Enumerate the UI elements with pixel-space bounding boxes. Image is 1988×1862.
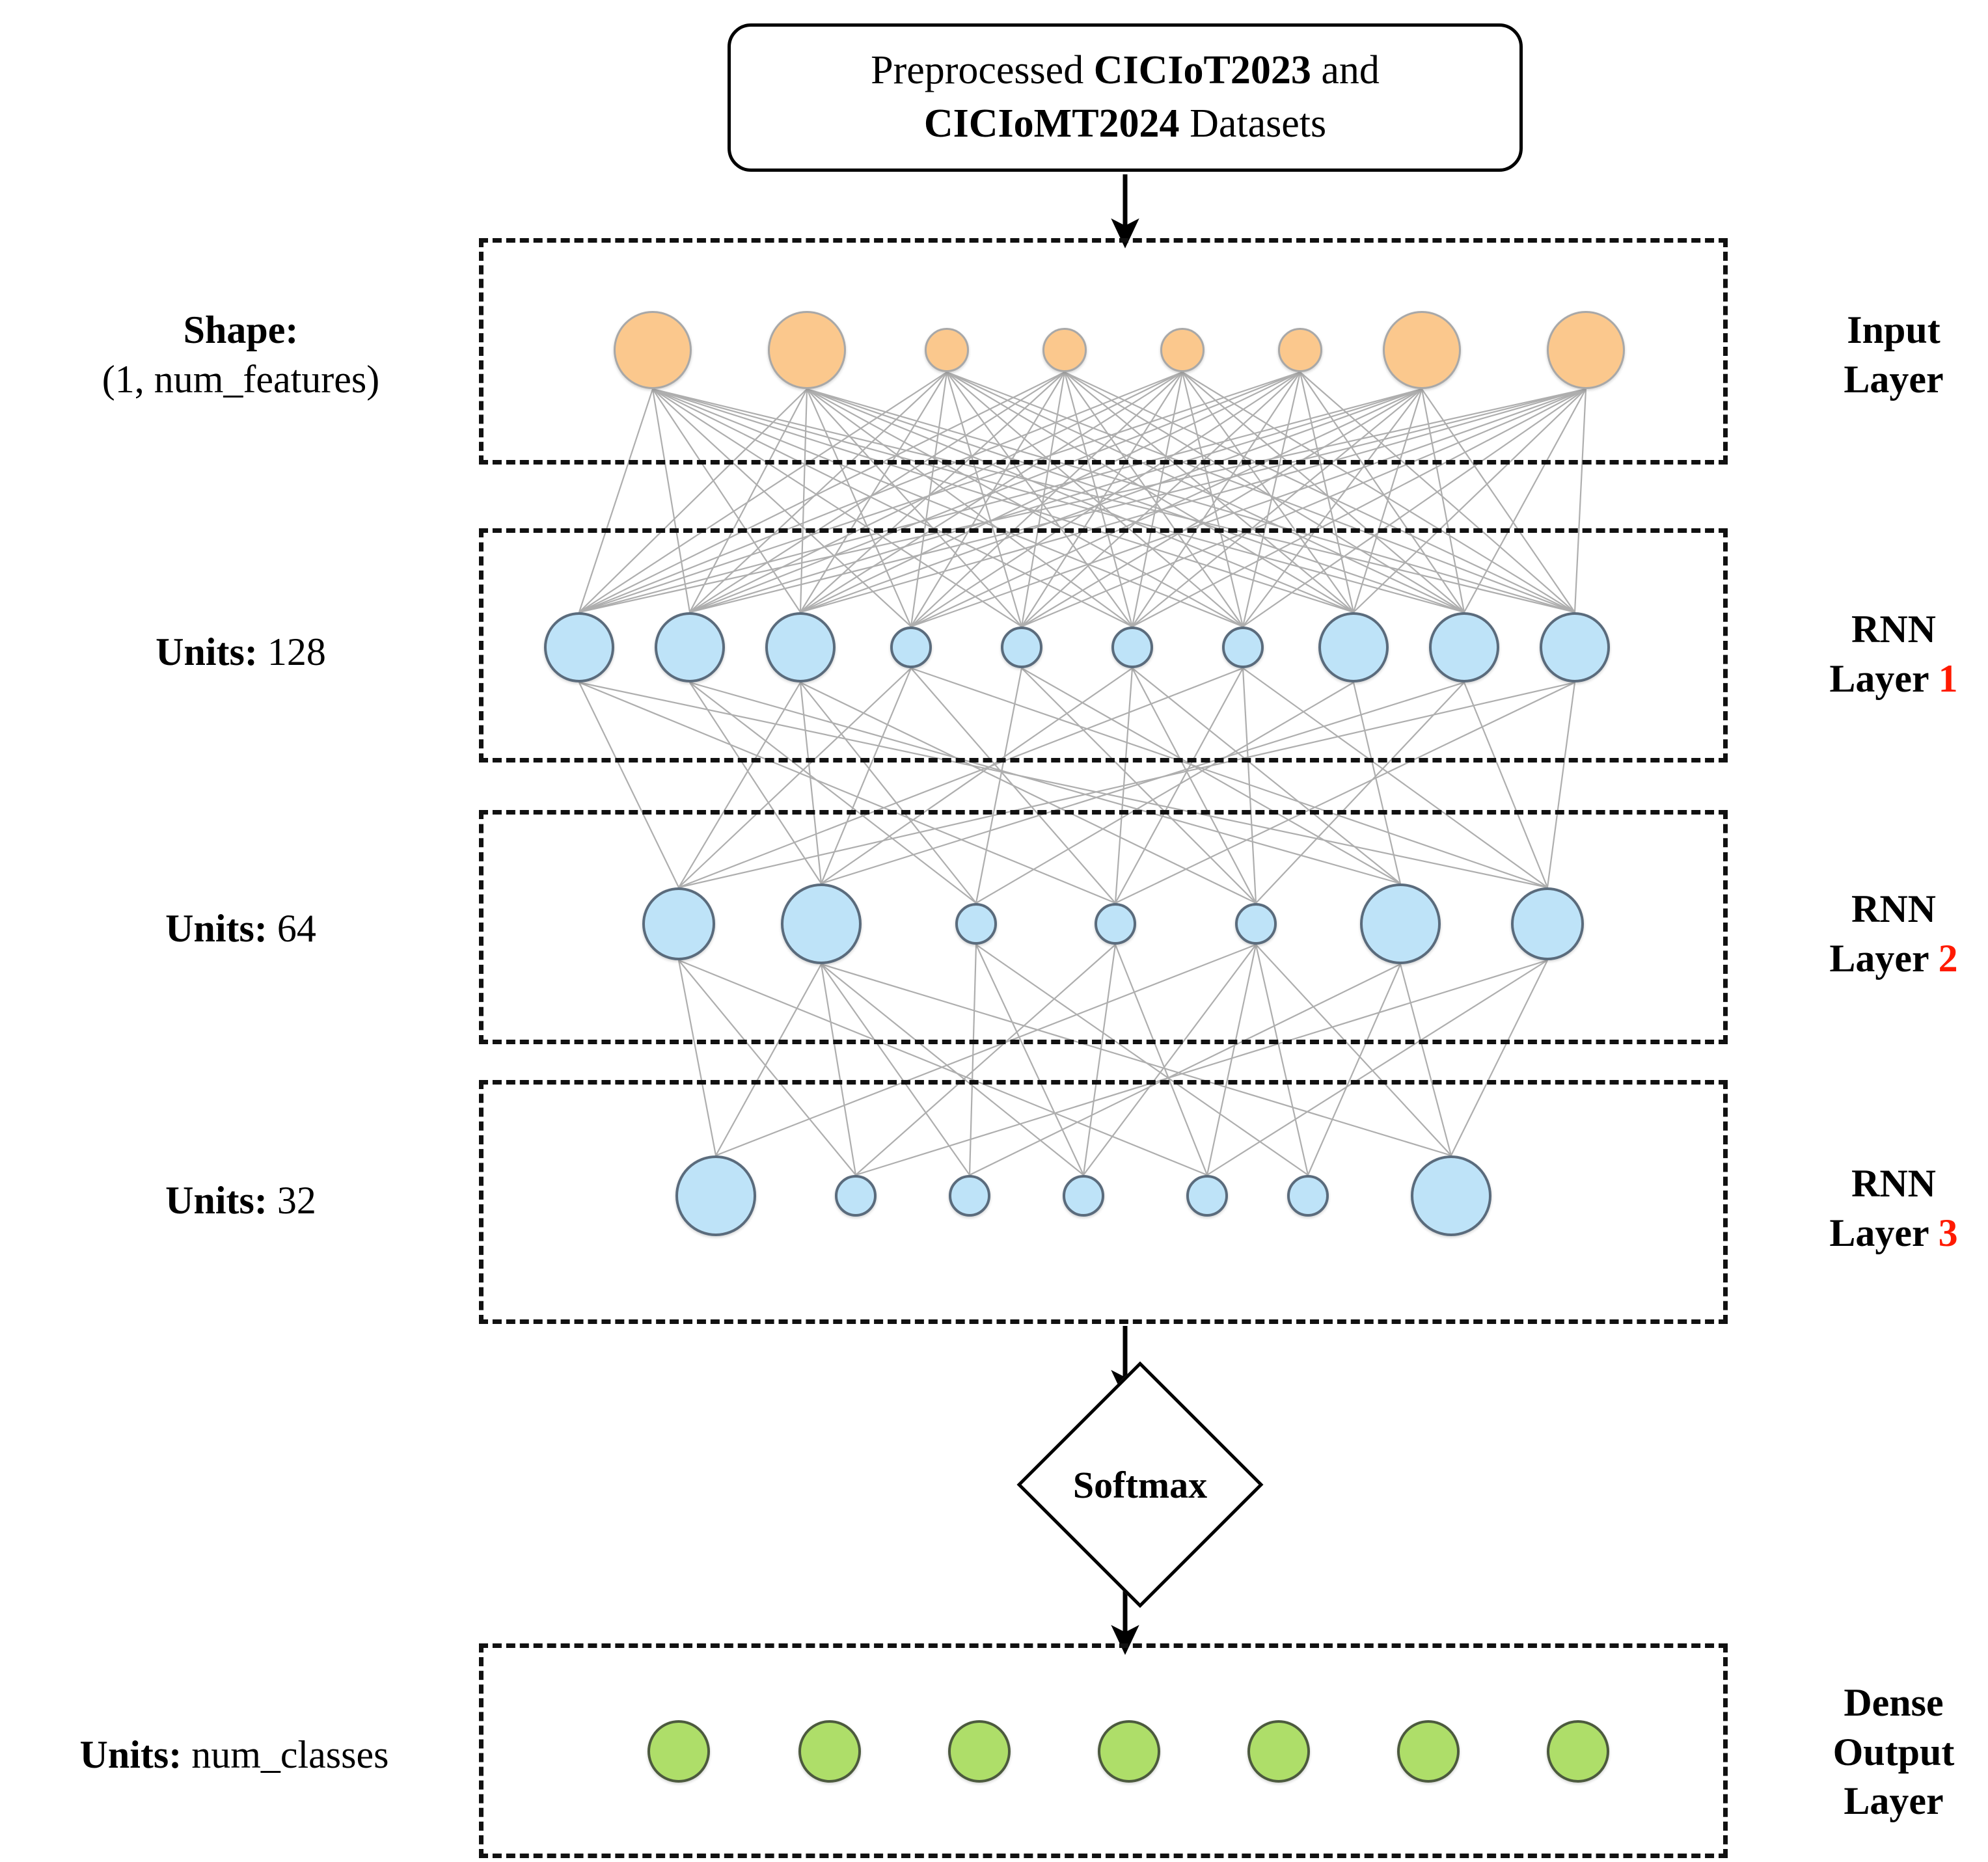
left-label-units-32-rest: 32 xyxy=(267,1179,316,1222)
right-label-rnn-layer-2-line1: RNN xyxy=(1851,887,1936,930)
right-label-input-layer: Input Layer xyxy=(1803,306,1985,404)
right-label-rnn-layer-3-index: 3 xyxy=(1938,1211,1958,1254)
neuron-rnn-3-7 xyxy=(1411,1155,1491,1236)
neuron-input-3 xyxy=(925,328,969,372)
neuron-output-3 xyxy=(948,1720,1011,1783)
right-label-rnn-layer-1-line1: RNN xyxy=(1851,608,1936,651)
right-label-rnn-layer-1-index: 1 xyxy=(1938,656,1958,700)
neuron-rnn-1-5 xyxy=(1001,627,1042,668)
right-label-input-layer-line1: Input xyxy=(1847,308,1940,351)
right-label-rnn-layer-3-line2: Layer xyxy=(1829,1211,1929,1254)
neuron-rnn-1-6 xyxy=(1111,627,1153,668)
neuron-rnn-3-4 xyxy=(1063,1175,1104,1217)
left-label-units-32-bold: Units: xyxy=(165,1179,267,1222)
softmax-label: Softmax xyxy=(1072,1463,1208,1506)
right-label-rnn-layer-1-line2: Layer xyxy=(1829,656,1929,700)
title-line1-prefix: Preprocessed xyxy=(871,48,1094,93)
right-label-dense-line2: Output xyxy=(1832,1730,1955,1774)
neuron-output-2 xyxy=(798,1720,861,1783)
title-line2-suffix: Datasets xyxy=(1179,101,1327,146)
neuron-rnn-1-8 xyxy=(1318,612,1389,682)
neuron-input-2 xyxy=(768,311,846,389)
neuron-rnn-1-7 xyxy=(1222,627,1264,668)
dataset-title-text: Preprocessed CICIoT2023 and CICIoMT2024 … xyxy=(871,44,1380,151)
neuron-rnn-1-1 xyxy=(544,612,614,682)
title-line1-suffix: and xyxy=(1311,48,1380,93)
right-label-rnn-layer-2-index: 2 xyxy=(1938,936,1958,980)
neuron-output-6 xyxy=(1397,1720,1460,1783)
left-label-units-num-classes-bold: Units: xyxy=(79,1733,182,1776)
neuron-rnn-1-2 xyxy=(655,612,725,682)
left-label-units-num-classes: Units: num_classes xyxy=(7,1731,462,1780)
title-line2-bold: CICIoMT2024 xyxy=(923,101,1180,146)
neuron-rnn-2-4 xyxy=(1095,903,1136,945)
neuron-input-1 xyxy=(614,311,692,389)
neuron-input-8 xyxy=(1547,311,1625,389)
left-label-units-128: Units: 128 xyxy=(39,628,443,677)
neuron-rnn-3-1 xyxy=(675,1155,756,1236)
neuron-input-6 xyxy=(1278,328,1322,372)
dataset-title-box: Preprocessed CICIoT2023 and CICIoMT2024 … xyxy=(728,23,1523,172)
left-label-units-64: Units: 64 xyxy=(39,904,443,954)
right-label-dense-line1: Dense xyxy=(1844,1681,1944,1724)
neuron-rnn-1-3 xyxy=(765,612,836,682)
right-label-dense-line3: Layer xyxy=(1844,1779,1944,1823)
neuron-output-1 xyxy=(647,1720,710,1783)
right-label-rnn-layer-2-line2: Layer xyxy=(1829,936,1929,980)
right-label-input-layer-line2: Layer xyxy=(1844,357,1944,401)
neuron-rnn-2-2 xyxy=(781,884,862,964)
title-line1-bold: CICIoT2023 xyxy=(1093,48,1311,93)
neuron-rnn-3-5 xyxy=(1186,1175,1228,1217)
softmax-node: Softmax xyxy=(1010,1355,1270,1615)
neuron-rnn-2-3 xyxy=(955,903,997,945)
neuron-rnn-2-1 xyxy=(642,887,715,960)
neuron-rnn-1-9 xyxy=(1429,612,1499,682)
left-label-units-num-classes-rest: num_classes xyxy=(182,1733,389,1776)
left-label-units-64-bold: Units: xyxy=(165,907,267,950)
neuron-output-4 xyxy=(1098,1720,1160,1783)
neuron-rnn-3-2 xyxy=(835,1175,877,1217)
neuron-rnn-1-10 xyxy=(1540,612,1610,682)
left-label-input-shape: Shape: (1, num_features) xyxy=(39,306,443,404)
left-label-units-32: Units: 32 xyxy=(39,1176,443,1226)
neuron-output-5 xyxy=(1247,1720,1310,1783)
neuron-rnn-3-6 xyxy=(1287,1175,1329,1217)
right-label-rnn-layer-3-line1: RNN xyxy=(1851,1162,1936,1205)
right-label-rnn-layer-1: RNN Layer 1 xyxy=(1803,605,1985,703)
neuron-output-7 xyxy=(1547,1720,1609,1783)
neuron-rnn-2-6 xyxy=(1360,884,1441,964)
neuron-input-7 xyxy=(1383,311,1461,389)
right-label-dense-output-layer: Dense Output Layer xyxy=(1803,1679,1985,1826)
left-label-units-128-rest: 128 xyxy=(257,630,326,673)
layer-box-dense-output xyxy=(479,1643,1728,1858)
right-label-rnn-layer-3: RNN Layer 3 xyxy=(1803,1159,1985,1258)
left-label-input-shape-rest: (1, num_features) xyxy=(102,357,380,401)
neuron-rnn-2-7 xyxy=(1511,887,1584,960)
neuron-rnn-3-3 xyxy=(949,1175,990,1217)
neuron-rnn-1-4 xyxy=(890,627,932,668)
neuron-input-4 xyxy=(1042,328,1087,372)
neuron-rnn-2-5 xyxy=(1235,903,1277,945)
left-label-input-shape-bold: Shape: xyxy=(183,308,299,351)
right-label-rnn-layer-2: RNN Layer 2 xyxy=(1803,885,1985,983)
left-label-units-64-rest: 64 xyxy=(267,907,316,950)
left-label-units-128-bold: Units: xyxy=(156,630,258,673)
neuron-input-5 xyxy=(1160,328,1205,372)
